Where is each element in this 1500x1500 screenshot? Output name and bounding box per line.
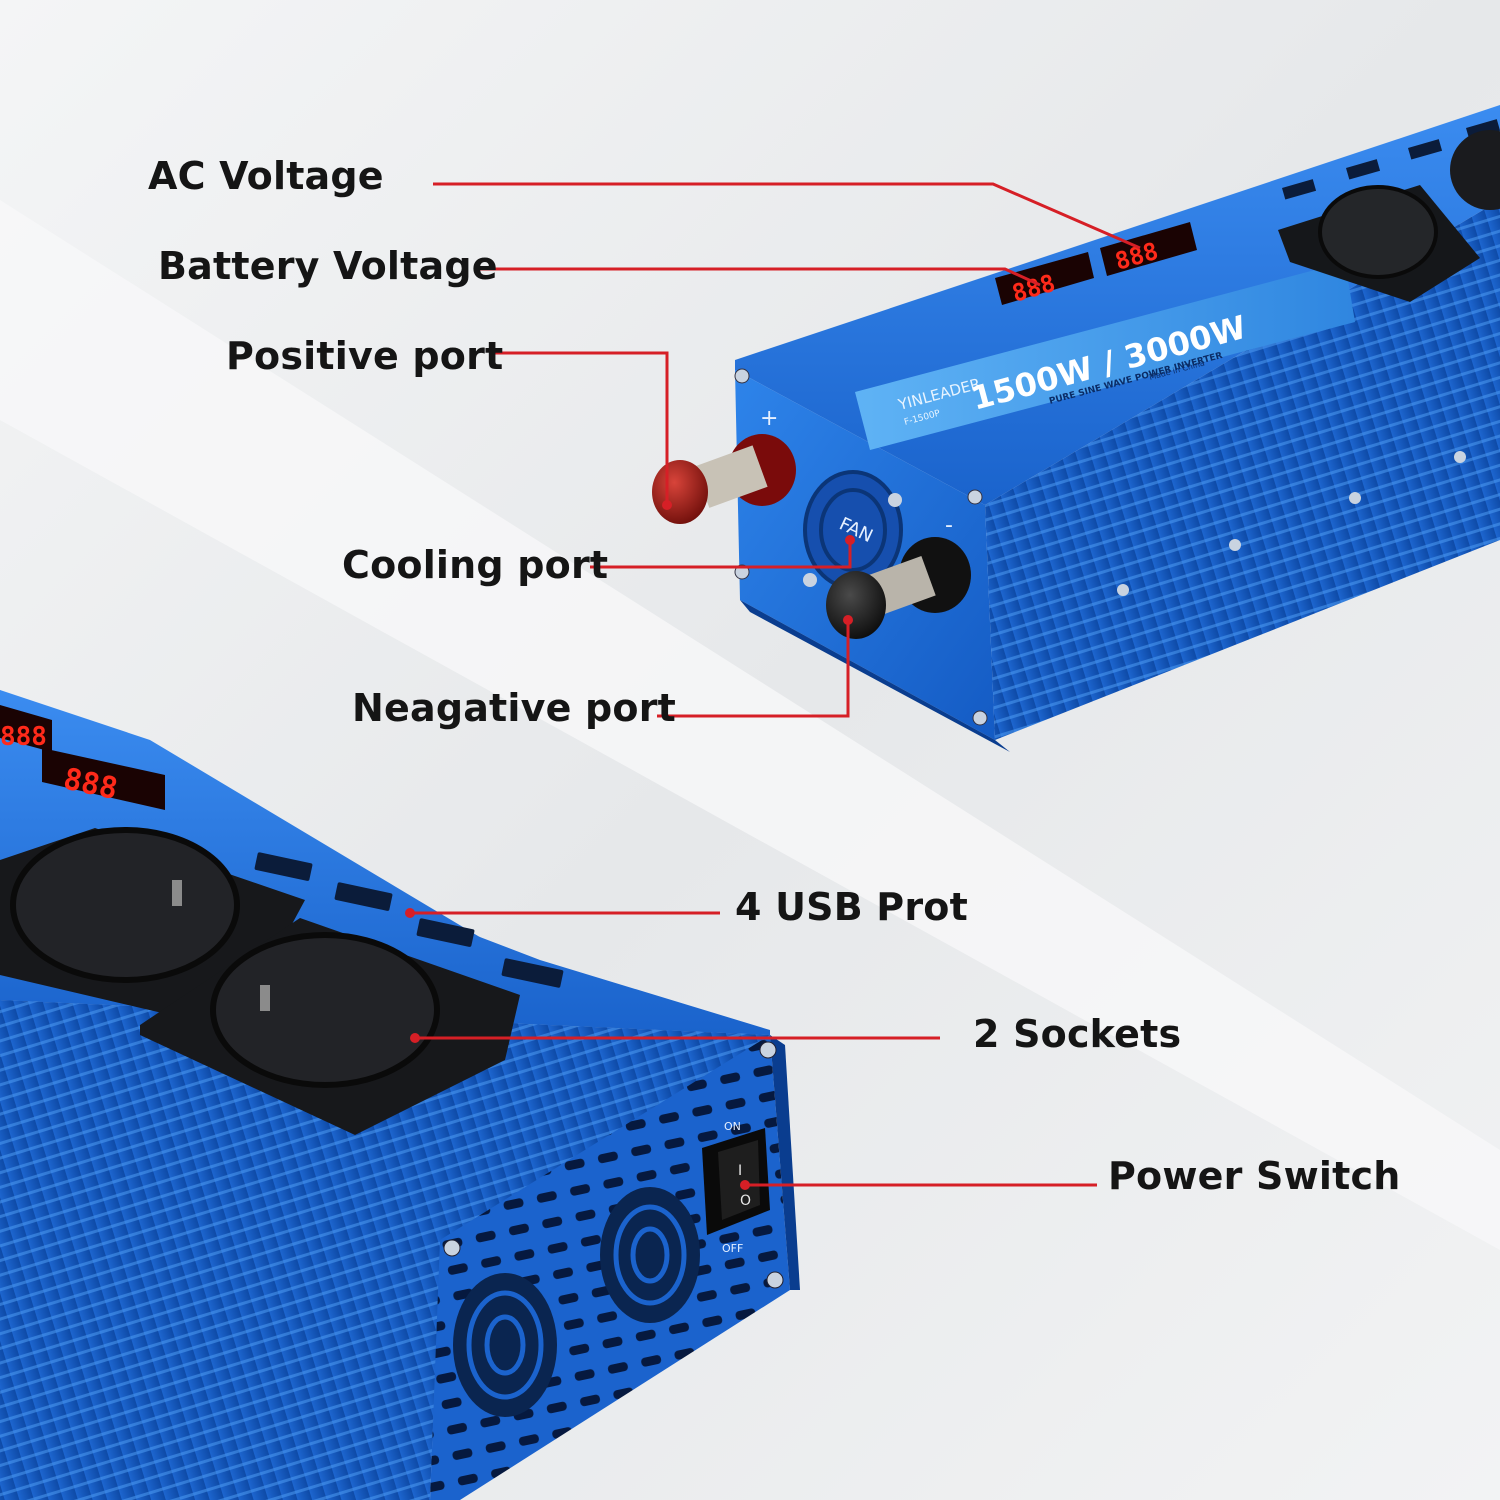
ac-voltage-display: 888 — [1100, 222, 1197, 276]
screw — [759, 1041, 777, 1059]
screw — [803, 573, 817, 587]
socket-face — [1318, 185, 1438, 279]
cooling-fan-grille — [453, 1273, 557, 1417]
product-label-panel — [855, 262, 1355, 450]
inverter-front-view: ON OFF I O 888 888 — [0, 690, 800, 1500]
switch-off-label: OFF — [722, 1242, 743, 1255]
svg-text:888: 888 — [0, 722, 47, 752]
usb-port — [1282, 179, 1317, 200]
eu-socket — [140, 918, 520, 1135]
negative-port-label: Neagative port — [352, 686, 677, 730]
screw — [972, 710, 988, 726]
leader-line-battery-voltage — [478, 267, 1041, 287]
cooling-fan-grille — [600, 1187, 700, 1323]
screw — [766, 1271, 784, 1289]
background-shadow-band — [0, 200, 1500, 1250]
negative-terminal — [826, 537, 971, 639]
screw — [443, 1239, 461, 1257]
ac-voltage-label: AC Voltage — [148, 154, 384, 198]
usb-port — [254, 852, 313, 881]
front-display: 888 — [42, 748, 165, 810]
screw — [888, 493, 902, 507]
power-switch: ON OFF I O — [702, 1120, 770, 1255]
switch-on-label: ON — [724, 1120, 741, 1133]
negative-symbol: - — [945, 513, 953, 538]
usb-port — [334, 882, 393, 911]
sockets-label: 2 Sockets — [973, 1012, 1182, 1056]
socket — [1450, 130, 1500, 210]
rear-base-lip — [740, 600, 1010, 752]
battery-voltage-label: Battery Voltage — [158, 244, 498, 288]
usb-port — [501, 958, 564, 988]
screw — [967, 489, 983, 505]
switch-i-mark: I — [738, 1163, 742, 1179]
inverter-rear-view: YINLEADER F-1500P 1500W / 3000W PURE SIN… — [652, 105, 1500, 752]
usb-ports-label: 4 USB Prot — [735, 885, 968, 929]
screw — [734, 368, 750, 384]
usb-port — [1346, 159, 1381, 180]
cooling-port-label: Cooling port — [342, 543, 609, 587]
switch-o-mark: O — [740, 1193, 751, 1209]
front-display: 888 — [0, 705, 52, 752]
positive-symbol: + — [760, 406, 778, 431]
leader-lines — [410, 182, 1141, 1187]
positive-terminal — [652, 434, 796, 524]
rear-side-fins — [985, 200, 1500, 740]
leader-line-negative-port — [657, 620, 850, 718]
screw — [1117, 584, 1129, 596]
usb-port — [1408, 139, 1443, 160]
power-switch-label: Power Switch — [1108, 1154, 1401, 1198]
leader-line-ac-voltage — [433, 182, 1141, 250]
screw — [1454, 451, 1466, 463]
leader-line-positive-port — [495, 351, 669, 505]
screw — [1349, 492, 1361, 504]
leader-endpoints — [405, 500, 855, 1190]
screw — [1229, 539, 1241, 551]
positive-port-label: Positive port — [226, 334, 504, 378]
leader-line-cooling-port — [590, 540, 852, 569]
front-side-fins — [0, 1000, 770, 1500]
usb-port — [416, 918, 475, 947]
